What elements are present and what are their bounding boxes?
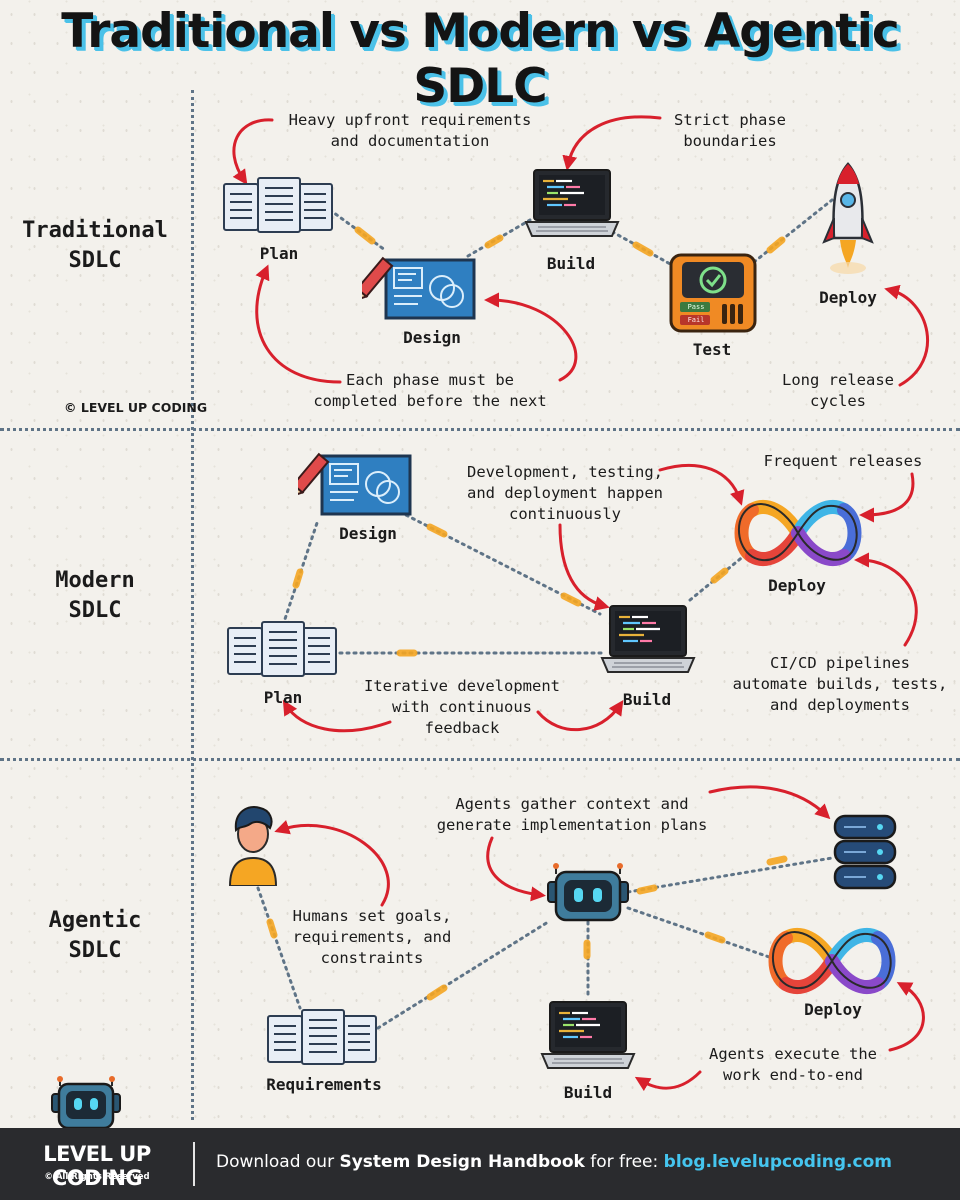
connector-requirements-agent [376, 920, 550, 1030]
cta-suffix: for free: [584, 1152, 664, 1172]
connector-agent-deploy [626, 906, 774, 960]
mascot-robot-icon [50, 1076, 122, 1132]
arrow-to-plan-loop [255, 264, 342, 384]
row-label-line: SDLC [68, 248, 122, 273]
note-cicd: CI/CD pipelines automate builds, tests, … [732, 654, 948, 714]
footer-bar: LEVEL UP CODING © All Rights Reserved Do… [0, 1128, 960, 1200]
arrow-to-human [274, 820, 390, 907]
footer-divider [193, 1142, 195, 1186]
node-label-build: Build [546, 254, 596, 273]
cta-handbook: System Design Handbook [339, 1152, 585, 1172]
node-label-build: Build [563, 1083, 613, 1102]
infinity-loop-icon [766, 924, 898, 1002]
node-label-plan: Plan [263, 688, 303, 707]
arrow-to-build-agentic [634, 1070, 702, 1092]
person-icon [226, 802, 280, 890]
cta-prefix: Download our [216, 1152, 340, 1172]
note-execute: Agents execute the work end-to-end [709, 1045, 877, 1084]
note-requirements: Heavy upfront requirements and documenta… [288, 111, 532, 150]
cta-link[interactable]: blog.levelupcoding.com [663, 1152, 892, 1172]
arrow-to-build [562, 115, 662, 171]
footer-cta: Download our System Design Handbook for … [216, 1152, 892, 1172]
test-machine-icon: Pass Fail [668, 252, 758, 338]
documents-icon [222, 176, 338, 240]
arrow-to-build-feedback [536, 700, 624, 732]
note-boundaries: Strict phase boundaries [674, 111, 786, 150]
pass-badge: Pass [687, 303, 705, 311]
note-release: Long release cycles [782, 371, 894, 410]
row-label-modern: Modern SDLC [0, 566, 190, 626]
connector-human-requirements [256, 886, 302, 1010]
row-label-line: Modern [55, 568, 135, 593]
laptop-icon [524, 166, 620, 250]
arrow-to-design [484, 292, 578, 382]
node-label-requirements: Requirements [266, 1075, 382, 1094]
documents-icon [226, 620, 342, 684]
arrow-to-infinity [658, 463, 745, 506]
row-label-line: SDLC [68, 598, 122, 623]
arrow-to-build-modern [558, 523, 610, 611]
row-label-line: Agentic [48, 908, 142, 933]
note-humans: Humans set goals, requirements, and cons… [292, 907, 452, 967]
footer-rights: © All Rights Reserved [44, 1172, 150, 1182]
row-label-line: SDLC [68, 938, 122, 963]
divider-traditional-modern [0, 428, 960, 431]
design-board-icon [290, 452, 414, 522]
laptop-icon [600, 602, 696, 686]
note-sequential: Each phase must be completed before the … [313, 371, 547, 410]
node-label-deploy: Deploy [768, 576, 826, 595]
node-label-plan: Plan [259, 244, 299, 263]
node-label-deploy: Deploy [804, 1000, 862, 1019]
node-label-design: Design [403, 328, 461, 347]
page-title: Traditional vs Modern vs Agentic SDLC [61, 4, 899, 114]
note-continuous: Development, testing, and deployment hap… [467, 463, 663, 523]
note-iterative: Iterative development with continuous fe… [364, 677, 560, 737]
arrow-to-deploy [884, 284, 929, 387]
robot-icon [546, 862, 630, 928]
footer-brand: LEVEL UP CODING [43, 1142, 151, 1190]
node-label-build: Build [622, 690, 672, 709]
design-board-icon [354, 256, 478, 326]
database-icon [832, 812, 898, 896]
laptop-icon [540, 998, 636, 1082]
arrow-to-plan [232, 118, 274, 185]
row-label-traditional: Traditional SDLC [0, 216, 190, 276]
node-label-design: Design [339, 524, 397, 543]
arrow-frequent [859, 472, 915, 523]
fail-badge: Fail [687, 316, 705, 324]
node-label-deploy: Deploy [819, 288, 877, 307]
documents-icon [266, 1008, 382, 1072]
vertical-divider [191, 90, 194, 1120]
divider-modern-agentic [0, 758, 960, 761]
infinity-loop-icon [732, 496, 864, 574]
row-label-line: Traditional [22, 218, 168, 243]
note-context: Agents gather context and generate imple… [436, 795, 708, 834]
note-frequent: Frequent releases [763, 452, 923, 470]
connector-agent-database [626, 856, 834, 894]
arrow-to-deploy-agentic [888, 982, 925, 1052]
arrow-to-database [708, 785, 831, 820]
arrow-to-agent [486, 836, 546, 902]
row-label-agentic: Agentic SDLC [0, 906, 190, 966]
node-label-test: Test [692, 340, 732, 359]
connectors-layer [232, 115, 929, 1092]
copyright-text: © LEVEL UP CODING [64, 400, 208, 415]
arrow-cicd [854, 552, 918, 647]
rocket-icon [820, 160, 876, 282]
arrow-to-plan-modern [282, 699, 392, 733]
